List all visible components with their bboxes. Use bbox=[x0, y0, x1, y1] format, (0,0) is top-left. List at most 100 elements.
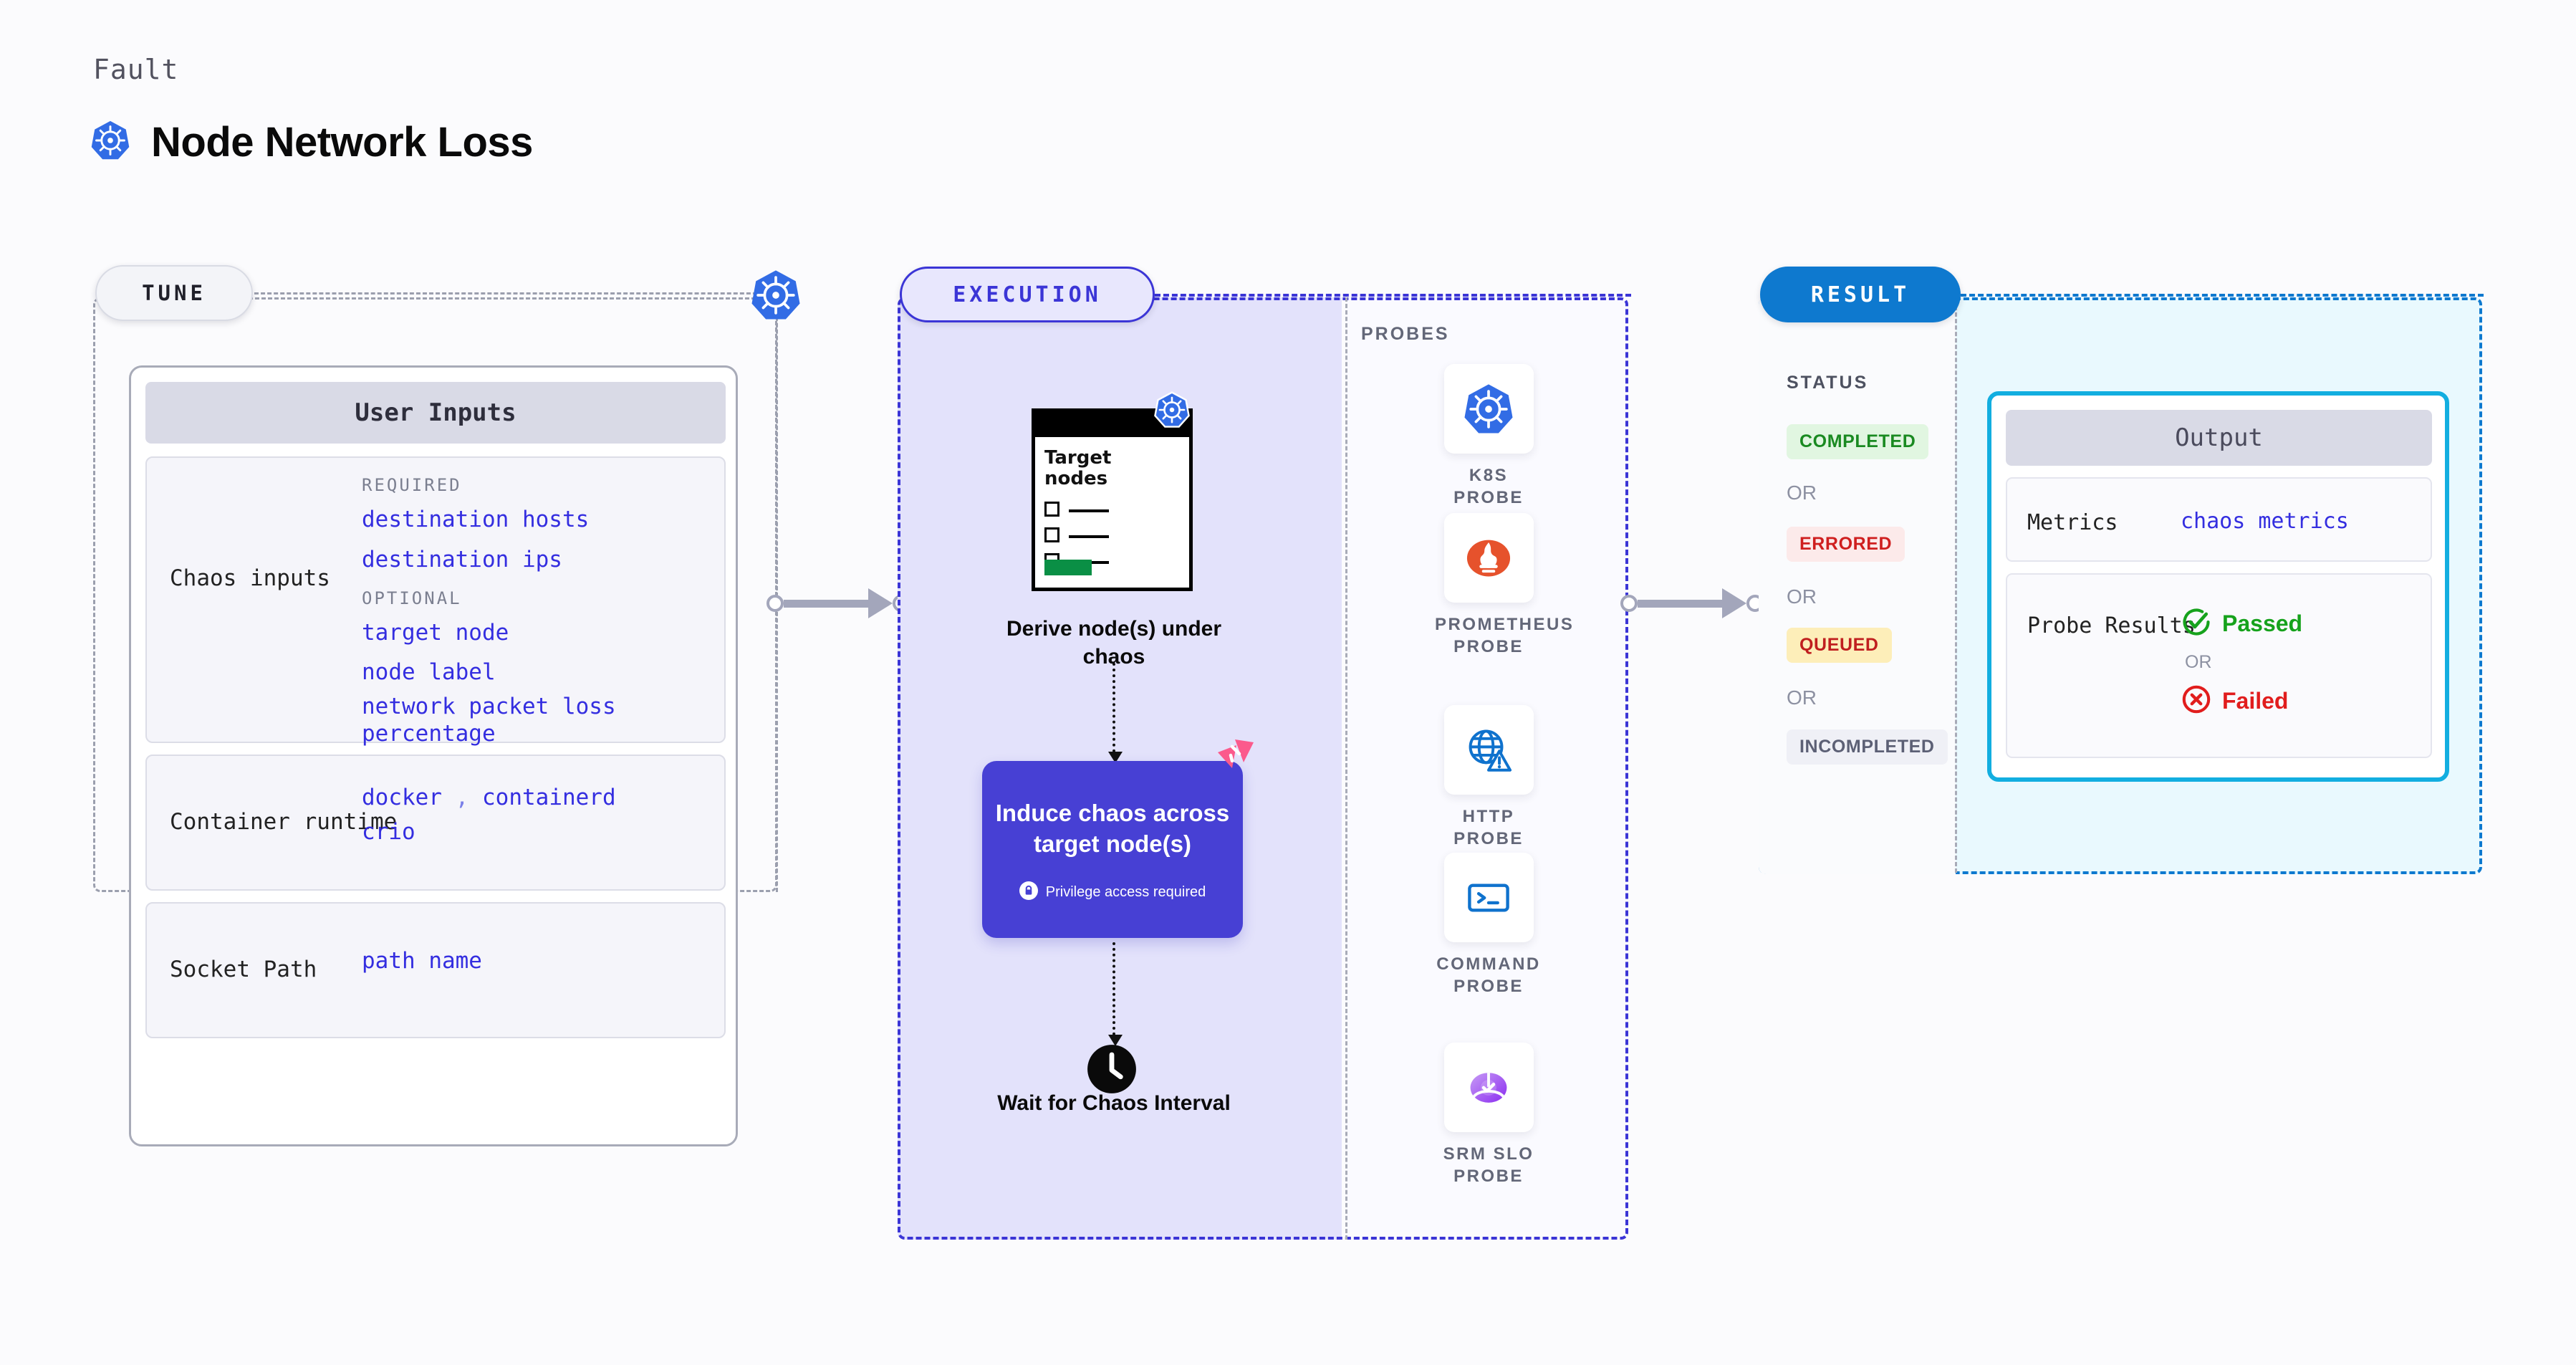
induce-chaos-step[interactable]: Induce chaos across target node(s) Privi… bbox=[982, 761, 1243, 938]
output-metrics-row: Metrics chaos metrics bbox=[2006, 477, 2432, 562]
metrics-label: Metrics bbox=[2027, 510, 2118, 535]
clock-icon bbox=[1085, 1043, 1138, 1099]
status-badge-errored: ERRORED bbox=[1787, 527, 1905, 562]
probe-prometheus[interactable]: PROMETHEUS PROBE bbox=[1435, 513, 1575, 658]
socket-path-row: Socket Path path name bbox=[145, 902, 726, 1038]
probe-label: K8S PROBE bbox=[1453, 466, 1524, 507]
input-network-packet-loss-percentage[interactable]: network packet loss percentage bbox=[362, 694, 616, 747]
connector-stem bbox=[1638, 599, 1724, 608]
probes-separator bbox=[1345, 297, 1347, 1240]
input-destination-hosts[interactable]: destination hosts bbox=[362, 507, 590, 532]
output-title: Output bbox=[2175, 423, 2263, 452]
connector-execution-to-result bbox=[1620, 588, 1764, 618]
target-node-line bbox=[1069, 509, 1109, 512]
page-title: Node Network Loss bbox=[90, 118, 533, 166]
probe-passed-text: Passed bbox=[2222, 610, 2303, 636]
connector-tune-to-execution bbox=[766, 588, 910, 618]
result-top-dash bbox=[1961, 294, 2484, 297]
input-destination-ips[interactable]: destination ips bbox=[362, 546, 562, 573]
terminal-icon bbox=[1443, 853, 1534, 942]
status-badge-incompleted: INCOMPLETED bbox=[1787, 729, 1948, 765]
execution-tag: EXECUTION bbox=[900, 267, 1155, 322]
target-nodes-title: Target nodes bbox=[1044, 447, 1112, 489]
probe-label: COMMAND PROBE bbox=[1436, 954, 1541, 996]
probe-results-label: Probe Results bbox=[2027, 613, 2196, 638]
chaos-inputs-label: Chaos inputs bbox=[170, 565, 330, 591]
runtime-containerd[interactable]: containerd bbox=[482, 785, 616, 810]
container-runtime-label: Container runtime bbox=[170, 809, 398, 835]
wait-interval-caption: Wait for Chaos Interval bbox=[997, 1091, 1231, 1115]
connector-start-dot bbox=[766, 595, 784, 612]
target-nodes-green-bar bbox=[1044, 560, 1092, 575]
status-or-label: OR bbox=[1787, 482, 1817, 504]
chaos-inputs-row: Chaos inputs REQUIRED destination hosts … bbox=[145, 456, 726, 781]
target-node-checkbox bbox=[1044, 527, 1059, 542]
connector-start-dot bbox=[1620, 595, 1638, 612]
globe-warning-icon bbox=[1443, 705, 1534, 795]
required-group-label: REQUIRED bbox=[362, 475, 462, 495]
check-circle-icon bbox=[2181, 606, 2212, 641]
induce-chaos-title: Induce chaos across target node(s) bbox=[995, 800, 1230, 857]
probe-label: HTTP PROBE bbox=[1453, 807, 1524, 848]
input-target-node[interactable]: target node bbox=[362, 619, 509, 646]
status-or-label: OR bbox=[1787, 585, 1817, 608]
probe-label: PROMETHEUS PROBE bbox=[1435, 615, 1575, 656]
probe-http[interactable]: HTTP PROBE bbox=[1435, 705, 1542, 850]
probe-result-failed: Failed bbox=[2181, 684, 2288, 719]
user-inputs-header: User Inputs bbox=[145, 382, 726, 444]
tune-top-dash bbox=[254, 292, 770, 294]
kubernetes-icon bbox=[90, 120, 131, 165]
status-badge-completed: COMPLETED bbox=[1787, 424, 1929, 459]
output-header: Output bbox=[2006, 410, 2432, 466]
socket-path-values: path name bbox=[362, 948, 720, 988]
output-card: Output Metrics chaos metrics Probe Resul… bbox=[1987, 391, 2449, 782]
container-runtime-row: Container runtime docker , containerd cr… bbox=[145, 755, 726, 891]
connector-arrowhead bbox=[868, 588, 893, 618]
lock-icon bbox=[1019, 881, 1038, 904]
connector-stem bbox=[784, 599, 870, 608]
result-tag: RESULT bbox=[1760, 267, 1961, 322]
status-or-label: OR bbox=[1787, 686, 1817, 709]
kubernetes-icon bbox=[749, 269, 802, 325]
status-title: STATUS bbox=[1787, 373, 1869, 393]
target-node-checkbox bbox=[1044, 502, 1059, 517]
result-status-column bbox=[1759, 297, 1956, 874]
runtime-crio[interactable]: crio bbox=[362, 818, 415, 845]
output-probe-results-row: Probe Results Passed OR F bbox=[2006, 573, 2432, 758]
probe-or-label: OR bbox=[2185, 652, 2212, 672]
target-nodes-card: Target nodes bbox=[1032, 408, 1193, 591]
socket-path-value[interactable]: path name bbox=[362, 948, 482, 974]
probe-label: SRM SLO PROBE bbox=[1443, 1144, 1534, 1186]
runtime-line-1[interactable]: docker , containerd bbox=[362, 785, 720, 812]
privilege-note: Privilege access required bbox=[982, 881, 1243, 904]
probes-title: PROBES bbox=[1361, 324, 1450, 344]
chaos-inputs-values: REQUIRED destination hosts destination i… bbox=[362, 475, 720, 795]
probe-srm-slo[interactable]: SRM SLO PROBE bbox=[1435, 1043, 1542, 1187]
optional-group-label: OPTIONAL bbox=[362, 588, 462, 608]
socket-path-label: Socket Path bbox=[170, 957, 317, 983]
kubernetes-icon bbox=[1153, 391, 1191, 432]
execution-top-dash bbox=[1155, 294, 1631, 297]
probe-command[interactable]: COMMAND PROBE bbox=[1435, 853, 1542, 997]
container-runtime-values: docker , containerd crio bbox=[362, 785, 720, 859]
probe-failed-text: Failed bbox=[2222, 688, 2289, 714]
srm-slo-icon bbox=[1443, 1043, 1534, 1132]
runtime-docker[interactable]: docker bbox=[362, 785, 442, 810]
target-node-line bbox=[1069, 535, 1109, 538]
connector-arrowhead bbox=[1722, 588, 1746, 618]
flow-arrow-derive-to-induce bbox=[1108, 663, 1123, 763]
result-separator bbox=[1955, 300, 1957, 873]
litmus-logo bbox=[1215, 738, 1255, 779]
fault-kicker: Fault bbox=[93, 54, 179, 85]
prometheus-icon bbox=[1443, 513, 1534, 603]
probe-k8s[interactable]: K8S PROBE bbox=[1435, 364, 1542, 509]
input-node-label[interactable]: node label bbox=[362, 659, 496, 686]
metrics-value[interactable]: chaos metrics bbox=[2181, 509, 2349, 534]
tune-tag: TUNE bbox=[95, 265, 253, 321]
execution-zone bbox=[898, 297, 1628, 1240]
flow-arrow-induce-to-wait bbox=[1108, 942, 1123, 1046]
kubernetes-icon bbox=[1443, 364, 1534, 454]
x-circle-icon bbox=[2181, 684, 2212, 719]
probe-result-passed: Passed bbox=[2181, 606, 2302, 641]
